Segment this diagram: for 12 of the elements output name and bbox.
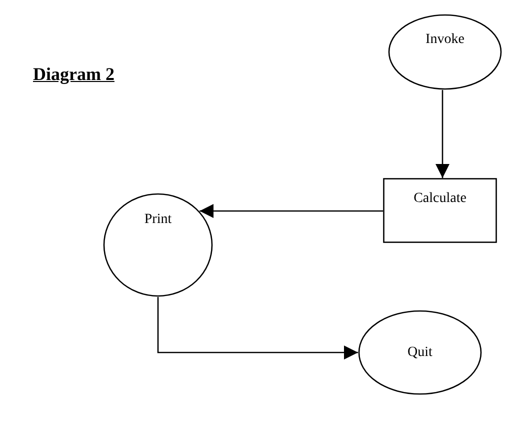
arrow bbox=[200, 204, 383, 218]
node-label: Calculate bbox=[414, 190, 466, 206]
node-label: Quit bbox=[408, 344, 432, 360]
process-ellipse bbox=[103, 193, 213, 297]
node-label: Invoke bbox=[426, 32, 464, 48]
process-box bbox=[383, 178, 497, 243]
arrow bbox=[157, 297, 358, 360]
process-ellipse bbox=[388, 14, 502, 90]
arrow bbox=[436, 90, 450, 178]
node-label: Print bbox=[144, 212, 172, 228]
diagram-title: Diagram 2 bbox=[33, 64, 114, 85]
process-ellipse bbox=[358, 310, 482, 395]
